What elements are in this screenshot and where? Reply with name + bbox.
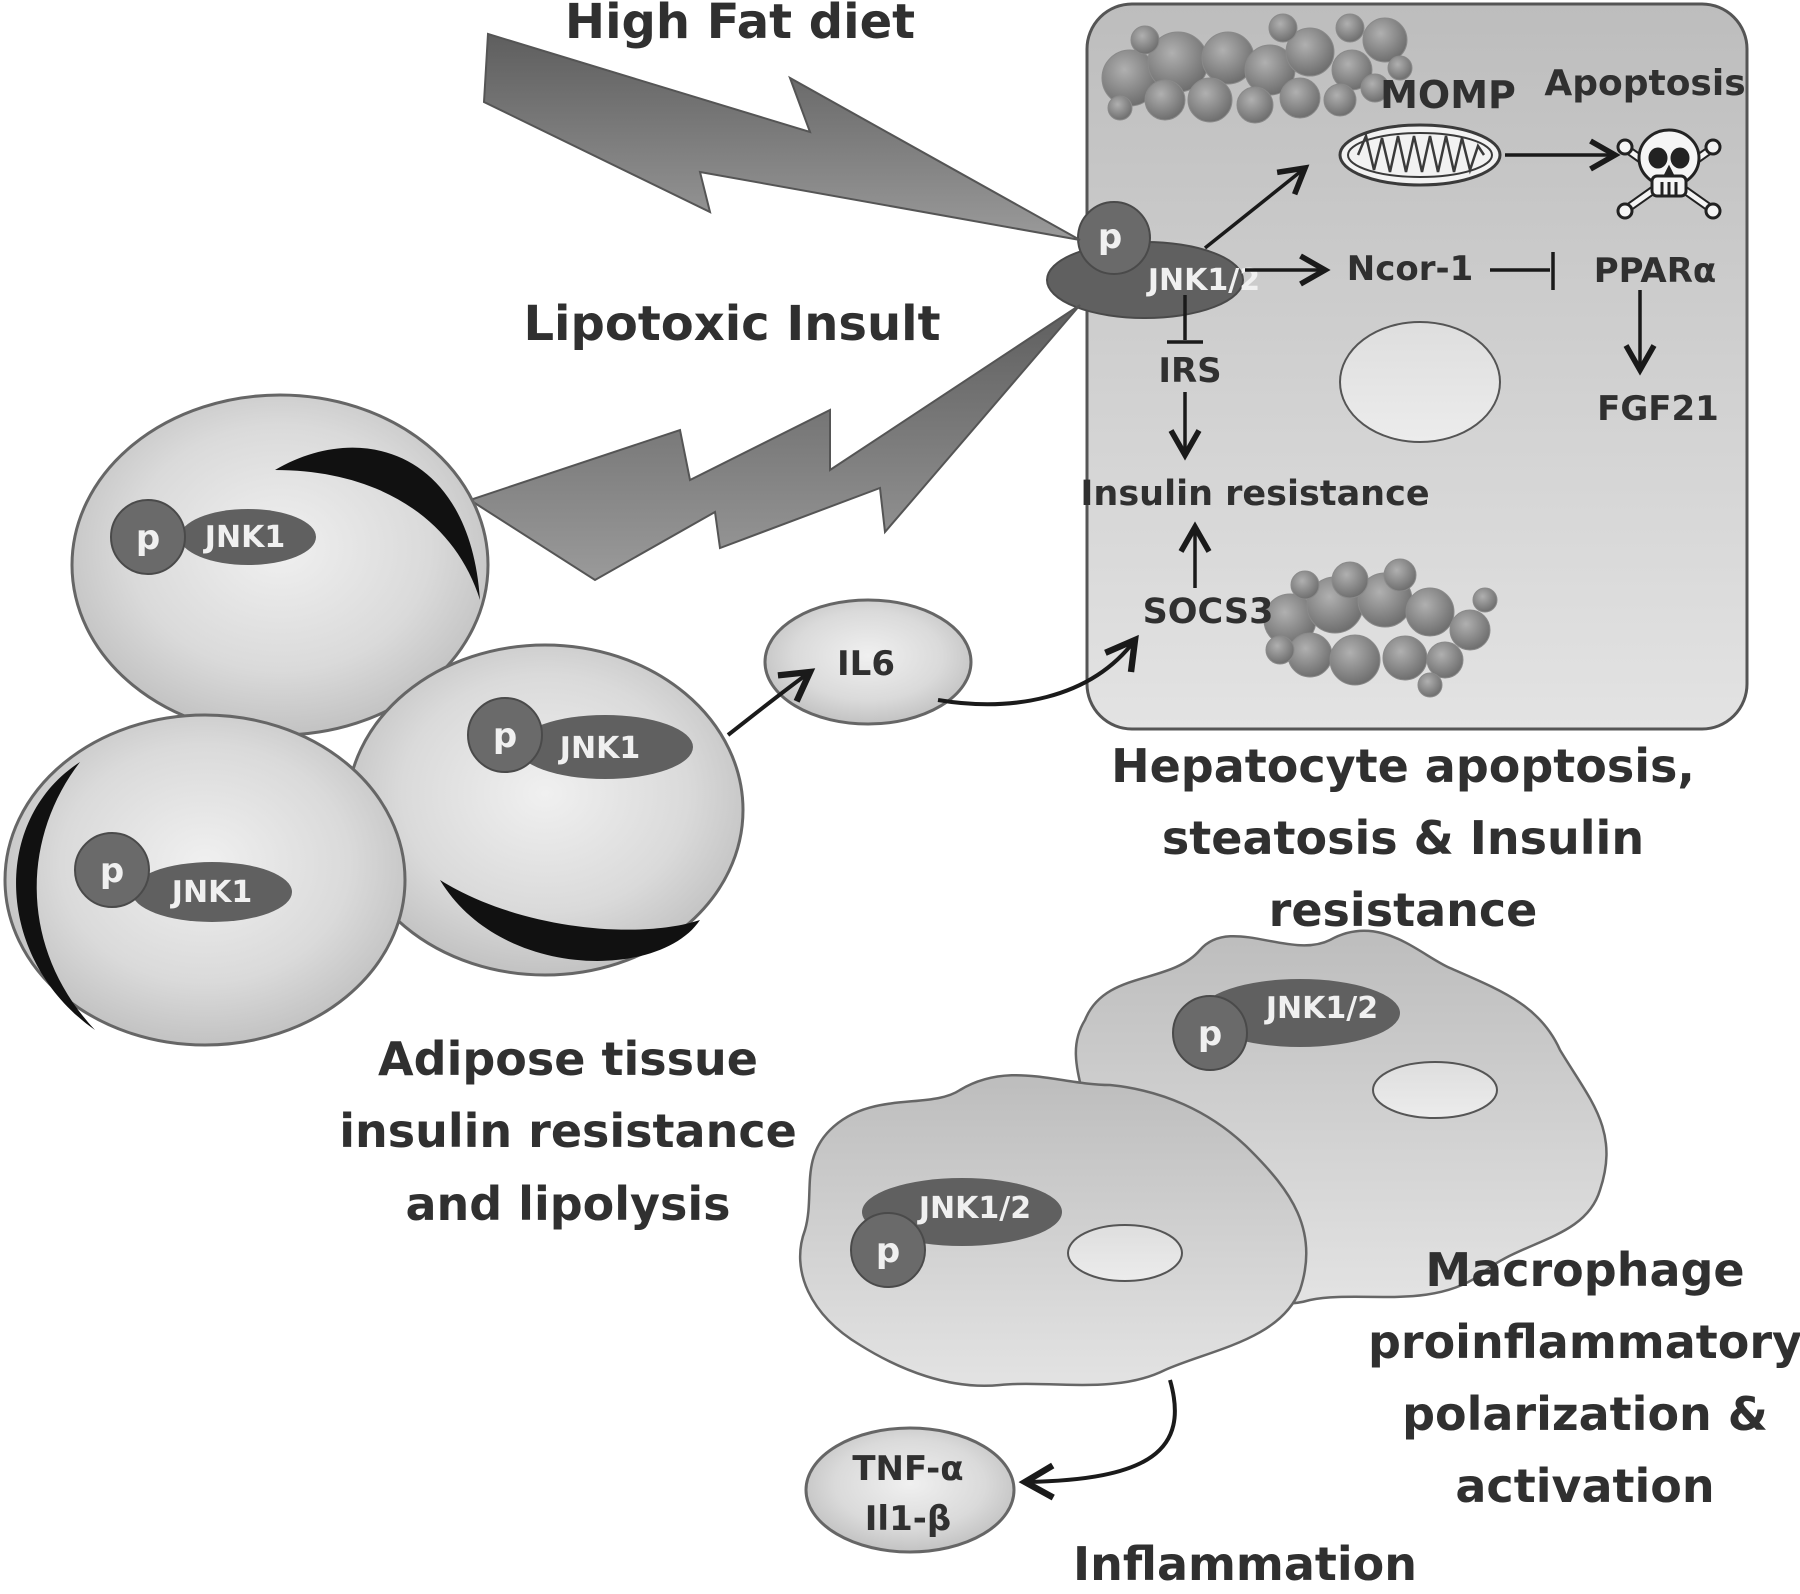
- svg-text:p: p: [493, 716, 517, 756]
- svg-text:p: p: [1198, 1014, 1222, 1054]
- tnf-alpha-label: TNF-α: [852, 1449, 963, 1489]
- ncor1-label: Ncor-1: [1347, 249, 1474, 289]
- adipocyte-right: p JNK1: [345, 643, 745, 977]
- apoptosis-label: Apoptosis: [1544, 63, 1745, 104]
- phospho-label: p: [1098, 217, 1122, 257]
- svg-text:JNK1: JNK1: [203, 520, 285, 555]
- svg-text:p: p: [876, 1231, 900, 1271]
- svg-text:JNK1/2: JNK1/2: [917, 1191, 1031, 1226]
- irs-label: IRS: [1158, 351, 1221, 391]
- high-fat-diet-label: High Fat diet: [565, 0, 915, 50]
- svg-text:JNK1: JNK1: [558, 731, 640, 766]
- il6-oval: [763, 598, 973, 726]
- svg-text:resistance: resistance: [1269, 883, 1538, 937]
- socs3-label: SOCS3: [1143, 592, 1274, 632]
- svg-text:Adipose tissue: Adipose tissue: [378, 1032, 758, 1086]
- lipid-droplets-bottom: [1263, 558, 1498, 698]
- svg-text:insulin resistance: insulin resistance: [339, 1104, 797, 1158]
- lipotoxic-insult-label: Lipotoxic Insult: [523, 296, 940, 352]
- il1-beta-label: Il1-β: [865, 1499, 951, 1539]
- insulin-resistance-label: Insulin resistance: [1080, 474, 1429, 514]
- lipotoxic-insult-bolt: [467, 304, 1081, 582]
- adipose-to-il6-arrow: [726, 668, 816, 737]
- macrophage-nucleus-back: [1372, 1061, 1498, 1119]
- macrophage-front: [798, 1073, 1308, 1387]
- jnk12-label: JNK1/2: [1146, 263, 1260, 298]
- svg-text:and lipolysis: and lipolysis: [405, 1177, 730, 1231]
- il6-to-socs3-arrow: [937, 634, 1139, 707]
- svg-text:polarization &: polarization &: [1402, 1387, 1768, 1441]
- svg-text:p: p: [136, 518, 160, 558]
- macrophage-jnk-front: p JNK1/2: [850, 1178, 1062, 1288]
- mitochondrion-icon: [1338, 123, 1502, 187]
- adipocyte-left: p JNK1: [3, 713, 407, 1047]
- fgf21-label: FGF21: [1597, 389, 1719, 429]
- lipid-droplets-top: [1101, 13, 1413, 124]
- hepatocyte-caption: Hepatocyte apoptosis, steatosis & Insuli…: [1111, 739, 1695, 937]
- adipose-caption: Adipose tissue insulin resistance and li…: [339, 1032, 797, 1231]
- hepatocyte-nucleus: [1339, 321, 1501, 443]
- adipocyte-top: p JNK1: [70, 393, 490, 737]
- skull-crossbones-icon: [1616, 128, 1722, 220]
- macrophage-jnk-back: p JNK1/2: [1172, 979, 1400, 1071]
- macrophage-caption: Macrophage proinflammatory polarization …: [1368, 1243, 1800, 1513]
- macrophage-to-cytokine-arrow: [1018, 1379, 1177, 1501]
- svg-text:activation: activation: [1455, 1459, 1714, 1513]
- svg-text:steatosis & Insulin: steatosis & Insulin: [1162, 811, 1644, 865]
- macrophage-nucleus-front: [1067, 1224, 1183, 1282]
- svg-text:JNK1/2: JNK1/2: [1264, 991, 1378, 1026]
- svg-text:p: p: [100, 851, 124, 891]
- ppar-alpha-label: PPARα: [1594, 251, 1717, 291]
- svg-text:Hepatocyte apoptosis,: Hepatocyte apoptosis,: [1111, 739, 1695, 793]
- svg-text:Macrophage: Macrophage: [1425, 1243, 1744, 1297]
- svg-text:proinflammatory: proinflammatory: [1368, 1315, 1800, 1369]
- il6-label: IL6: [837, 644, 895, 684]
- tnf-il1b-oval: [804, 1426, 1016, 1554]
- high-fat-diet-bolt: [482, 32, 1081, 241]
- inflammation-label: Inflammation: [1073, 1537, 1417, 1589]
- momp-label: MOMP: [1380, 73, 1516, 117]
- svg-text:JNK1: JNK1: [170, 875, 252, 910]
- hepatocyte-pathway-arrows: [1167, 138, 1657, 588]
